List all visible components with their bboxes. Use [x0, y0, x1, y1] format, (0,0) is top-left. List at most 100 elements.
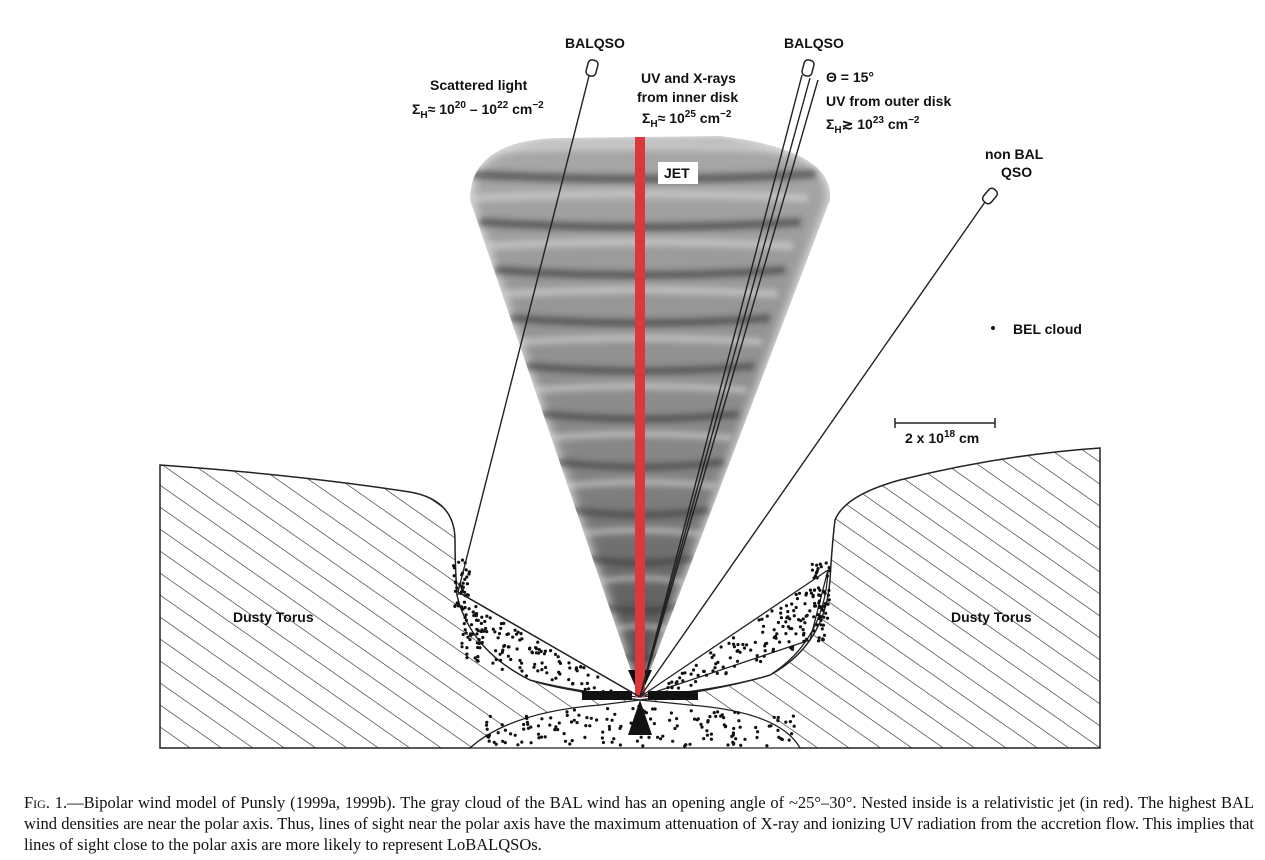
dust-dot — [503, 741, 507, 745]
dust-dot — [787, 738, 791, 742]
telescope-icon — [981, 187, 999, 205]
dust-dot — [516, 630, 520, 634]
dust-dot — [601, 740, 606, 745]
dust-dot — [452, 574, 456, 578]
dust-dot — [488, 616, 492, 620]
dust-dot — [661, 734, 665, 738]
dust-dot — [453, 604, 457, 609]
label-balqso-right: BALQSO — [784, 35, 844, 51]
dust-dot — [671, 739, 675, 743]
dust-dot — [709, 732, 714, 736]
dust-dot — [520, 661, 524, 665]
dust-dot — [454, 581, 458, 585]
dust-dot — [785, 616, 789, 620]
dust-dot — [656, 735, 660, 739]
dust-dot — [635, 739, 640, 743]
dust-dot — [792, 614, 796, 618]
dust-dot — [818, 588, 822, 592]
dust-dot — [776, 620, 781, 625]
dust-dot — [784, 632, 788, 636]
dust-dot — [695, 718, 699, 722]
dust-dot — [536, 669, 540, 673]
dust-dot — [487, 733, 491, 738]
dust-dot — [825, 574, 829, 578]
dust-dot — [461, 581, 465, 585]
dust-dot — [817, 605, 821, 610]
dust-dot — [610, 718, 614, 722]
dust-dot — [691, 668, 696, 672]
dust-dot — [494, 649, 498, 653]
dust-dot — [675, 724, 679, 728]
dust-dot — [813, 574, 818, 578]
dust-dot — [557, 670, 561, 674]
dust-dot — [711, 669, 715, 673]
dust-dot — [465, 575, 469, 579]
dust-dot — [631, 707, 635, 711]
dust-dot — [485, 630, 489, 634]
accretion-disk-right — [648, 691, 698, 700]
dust-dot — [815, 563, 819, 567]
dust-dot — [692, 717, 697, 721]
dust-dot — [532, 665, 536, 669]
dust-dot — [480, 641, 484, 645]
dust-dot — [667, 681, 671, 686]
dust-dot — [539, 735, 544, 739]
label-balqso-left: BALQSO — [565, 35, 625, 51]
dust-dot — [473, 656, 477, 660]
caption-fig-label: Fig. 1. — [24, 793, 68, 812]
dust-dot — [765, 641, 769, 645]
dust-dot — [700, 725, 704, 729]
telescope-icon — [585, 59, 599, 77]
dust-dot — [745, 643, 749, 647]
dust-dot — [659, 737, 663, 741]
dust-dot — [619, 724, 623, 729]
dust-dot — [524, 674, 529, 678]
dust-dot — [761, 624, 766, 628]
dust-dot — [649, 717, 653, 721]
dust-dot — [488, 714, 492, 719]
dust-dot — [464, 568, 468, 572]
label-outer-disk: UV from outer disk — [826, 93, 951, 109]
dust-dot — [506, 632, 510, 636]
dust-dot — [779, 616, 784, 620]
dust-dot — [494, 657, 498, 662]
dusty-torus-left — [159, 464, 641, 749]
dust-dot — [463, 615, 467, 620]
dust-dot — [670, 685, 674, 689]
dust-dot — [755, 735, 759, 740]
dust-dot — [791, 714, 796, 718]
dust-dot — [583, 735, 587, 740]
dust-dot — [586, 673, 590, 677]
dust-dot — [816, 586, 821, 590]
dust-dot — [544, 665, 548, 670]
dust-dot — [673, 726, 677, 731]
label-inner-sigma: ΣH≈ 1025 cm−2 — [642, 109, 732, 130]
dust-dot — [502, 621, 506, 626]
dust-dot — [743, 737, 747, 741]
dust-dot — [476, 655, 480, 659]
dust-dot — [533, 662, 537, 667]
dust-dot — [522, 727, 526, 731]
dust-dot — [694, 680, 698, 684]
dust-dot — [754, 725, 758, 730]
dust-dot — [519, 632, 523, 636]
dust-dot — [575, 721, 579, 725]
dust-dot — [821, 608, 825, 612]
dust-dot — [760, 617, 764, 621]
dust-dot — [812, 615, 816, 619]
dust-dot — [822, 589, 826, 594]
dust-dot — [493, 630, 497, 634]
label-outer-sigma: ΣH≳ 1023 cm−2 — [826, 115, 920, 136]
dust-dot — [757, 618, 761, 622]
dust-dot — [816, 613, 820, 617]
dust-dot — [472, 613, 476, 618]
dust-dot — [464, 618, 468, 623]
dust-dot — [550, 678, 554, 682]
dust-dot — [529, 725, 533, 729]
dust-dot — [468, 638, 472, 642]
label-scattered-sigma: ΣH≈ 1020 – 1022 cm−2 — [412, 100, 544, 121]
dust-dot — [817, 639, 821, 643]
dust-dot — [582, 666, 586, 670]
dust-dot — [817, 616, 821, 621]
dust-dot — [812, 629, 816, 633]
